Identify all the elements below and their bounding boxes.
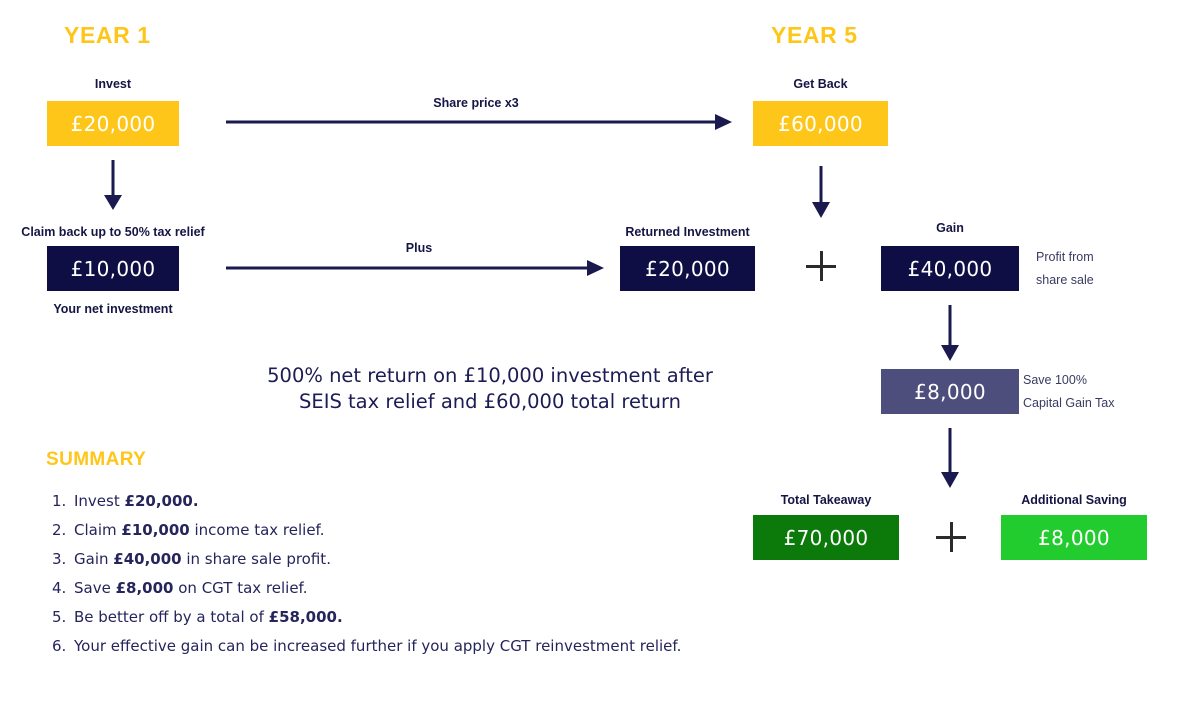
summary-item-text: Your effective gain can be increased fur… <box>74 639 681 654</box>
summary-list-item: 2. Claim £10,000 income tax relief. <box>52 523 752 552</box>
additional-saving-caption: Additional Saving <box>1021 493 1127 507</box>
tax-relief-box: £10,000 <box>47 246 179 291</box>
arrow-relief-to-returned <box>226 256 606 280</box>
summary-item-text: Invest £20,000. <box>74 494 199 509</box>
summary-item-post: in share sale profit. <box>181 550 331 568</box>
total-takeaway-box: £70,000 <box>753 515 899 560</box>
summary-item-pre: Claim <box>74 521 122 539</box>
summary-item-pre: Gain <box>74 550 114 568</box>
statement-line-2: SEIS tax relief and £60,000 total return <box>299 390 681 414</box>
down-arrow-cgt-to-total <box>925 428 975 490</box>
summary-item-amount: £20,000. <box>124 492 199 510</box>
cgt-note-line-1: Save 100% <box>1023 373 1087 387</box>
summary-list-item: 5. Be better off by a total of £58,000. <box>52 610 752 639</box>
year-5-heading: YEAR 5 <box>771 22 858 48</box>
summary-item-post: on CGT tax relief. <box>173 579 308 597</box>
summary-item-number: 2. <box>52 521 67 539</box>
summary-item-amount: £8,000 <box>115 579 174 597</box>
tax-relief-caption: Claim back up to 50% tax relief <box>21 225 205 239</box>
net-investment-caption: Your net investment <box>53 302 173 316</box>
summary-item-pre: Save <box>74 579 116 597</box>
additional-saving-box: £8,000 <box>1001 515 1147 560</box>
plus-sign-bottom <box>936 522 966 552</box>
share-price-arrow-label: Share price x3 <box>433 96 519 110</box>
statement-line-1: 500% net return on £10,000 investment af… <box>267 364 713 387</box>
invest-caption: Invest <box>94 77 132 91</box>
summary-item-number: 4. <box>52 579 67 597</box>
summary-item-number: 3. <box>52 550 67 568</box>
summary-list: 1. Invest £20,000. 2. Claim £10,000 income … <box>52 494 752 668</box>
plus-arrow-label: Plus <box>405 241 433 255</box>
summary-item-pre: Invest <box>74 492 125 510</box>
summary-item-post: income tax relief. <box>189 521 325 539</box>
summary-list-item: 6. Your effective gain can be increased f… <box>52 639 752 668</box>
summary-item-number: 6. <box>52 637 67 655</box>
down-arrow-gain-to-cgt <box>925 305 975 363</box>
returned-investment-caption: Returned Investment <box>625 225 750 239</box>
summary-item-text: Gain £40,000 in share sale profit. <box>74 552 331 567</box>
year-1-heading: YEAR 1 <box>64 22 151 48</box>
summary-item-text: Save £8,000 on CGT tax relief. <box>74 581 308 596</box>
summary-list-item: 1. Invest £20,000. <box>52 494 752 523</box>
gain-note-line-1: Profit from <box>1036 250 1094 264</box>
get-back-box: £60,000 <box>753 101 888 146</box>
summary-item-number: 5. <box>52 608 67 626</box>
summary-item-text: Claim £10,000 income tax relief. <box>74 523 325 538</box>
summary-item-amount: £40,000 <box>113 550 182 568</box>
arrow-invest-to-getback <box>226 110 734 134</box>
gain-caption: Gain <box>936 221 964 235</box>
down-arrow-getback-to-gain <box>796 166 846 220</box>
gain-note-line-2: share sale <box>1036 273 1094 288</box>
gain-note: Profit from share sale <box>1036 246 1094 292</box>
invest-box: £20,000 <box>47 101 179 146</box>
summary-item-number: 1. <box>52 492 67 510</box>
summary-list-item: 4. Save £8,000 on CGT tax relief. <box>52 581 752 610</box>
net-return-statement: 500% net return on £10,000 investment af… <box>230 363 750 415</box>
summary-heading: SUMMARY <box>46 449 147 470</box>
returned-investment-box: £20,000 <box>620 246 755 291</box>
get-back-caption: Get Back <box>793 77 848 91</box>
summary-item-text: Be better off by a total of £58,000. <box>74 610 343 625</box>
cgt-note: Save 100% Capital Gain Tax <box>1023 369 1115 415</box>
summary-item-amount: £10,000 <box>121 521 190 539</box>
down-arrow-invest-to-relief <box>88 160 138 212</box>
gain-box: £40,000 <box>881 246 1019 291</box>
cgt-note-line-2: Capital Gain Tax <box>1023 396 1115 411</box>
summary-item-pre: Your effective gain can be increased fur… <box>74 637 682 655</box>
cgt-saving-box: £8,000 <box>881 369 1019 414</box>
summary-item-pre: Be better off by a total of <box>74 608 269 626</box>
total-takeaway-caption: Total Takeaway <box>780 493 872 507</box>
summary-list-item: 3. Gain £40,000 in share sale profit. <box>52 552 752 581</box>
plus-sign-middle <box>806 251 836 281</box>
summary-item-amount: £58,000. <box>268 608 343 626</box>
